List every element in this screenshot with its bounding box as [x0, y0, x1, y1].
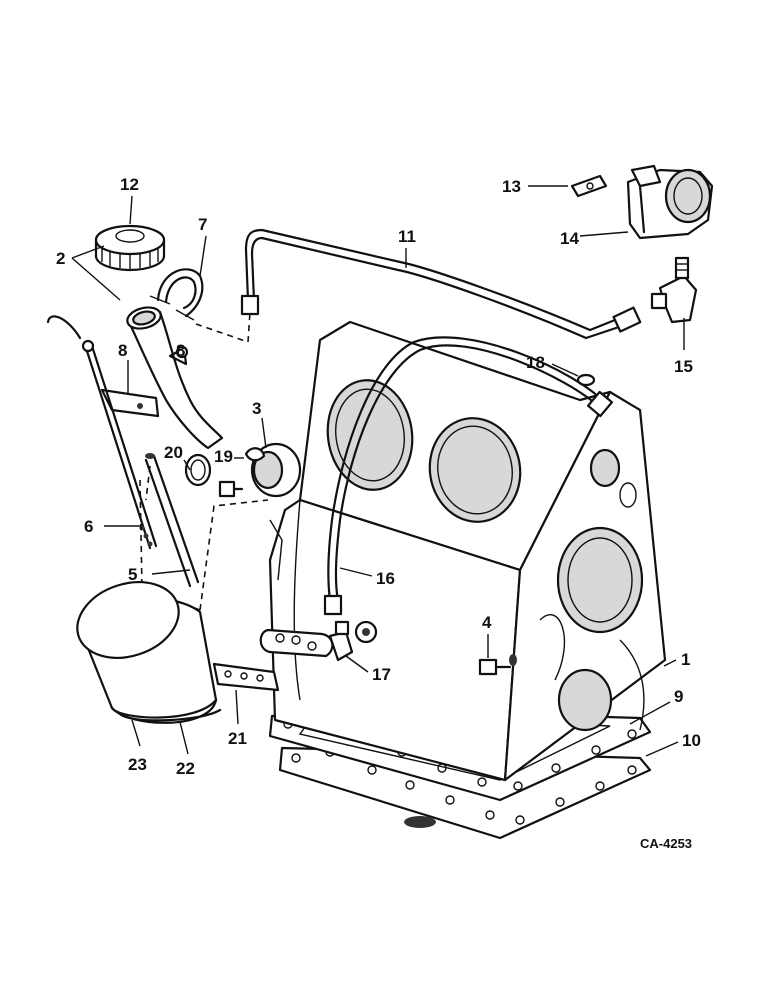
label-6: 6 [84, 517, 93, 536]
adapter-plate-17 [259, 620, 354, 662]
label-4: 4 [482, 613, 492, 632]
label-3: 3 [252, 399, 261, 418]
drawing-code: CA-4253 [640, 836, 692, 851]
oil-filter-23 [76, 581, 222, 724]
label-20: 20 [164, 443, 183, 462]
label-7: 7 [198, 215, 207, 234]
plug-19 [218, 447, 266, 498]
label-23: 23 [128, 755, 147, 774]
label-1: 1 [681, 650, 690, 669]
label-19: 19 [214, 447, 233, 466]
label-8-clamp: 8 [176, 341, 185, 360]
transmission-housing [250, 320, 667, 782]
label-11: 11 [398, 227, 416, 246]
leader-lines [71, 185, 685, 757]
part-labels: 1 2 3 4 5 6 7 8 8 9 10 11 12 13 14 15 16… [56, 175, 701, 851]
label-5: 5 [128, 565, 137, 584]
label-22: 22 [176, 759, 195, 778]
oil-line-16 [323, 336, 614, 616]
oil-line-11 [240, 228, 642, 340]
dipstick-6 [46, 315, 158, 550]
outlet-housing-14 [626, 164, 714, 240]
label-15: 15 [674, 357, 693, 376]
label-2: 2 [56, 249, 65, 268]
o-ring-20 [184, 453, 212, 487]
bracket-8 [100, 345, 189, 418]
label-8-bracket: 8 [118, 341, 127, 360]
filler-tube-2 [126, 306, 224, 450]
dipstick-tube-5 [139, 453, 269, 611]
gasket-13 [570, 174, 608, 198]
label-16: 16 [376, 569, 395, 588]
label-21: 21 [228, 729, 247, 748]
label-18: 18 [526, 353, 545, 372]
label-10: 10 [682, 731, 701, 750]
label-12: 12 [120, 175, 139, 194]
elbow-fitting-15 [650, 256, 698, 324]
label-17: 17 [372, 665, 391, 684]
filler-cap-12 [94, 224, 166, 272]
label-14: 14 [560, 229, 579, 248]
label-13: 13 [502, 177, 521, 196]
label-9: 9 [674, 687, 683, 706]
bracket-21 [212, 662, 280, 692]
